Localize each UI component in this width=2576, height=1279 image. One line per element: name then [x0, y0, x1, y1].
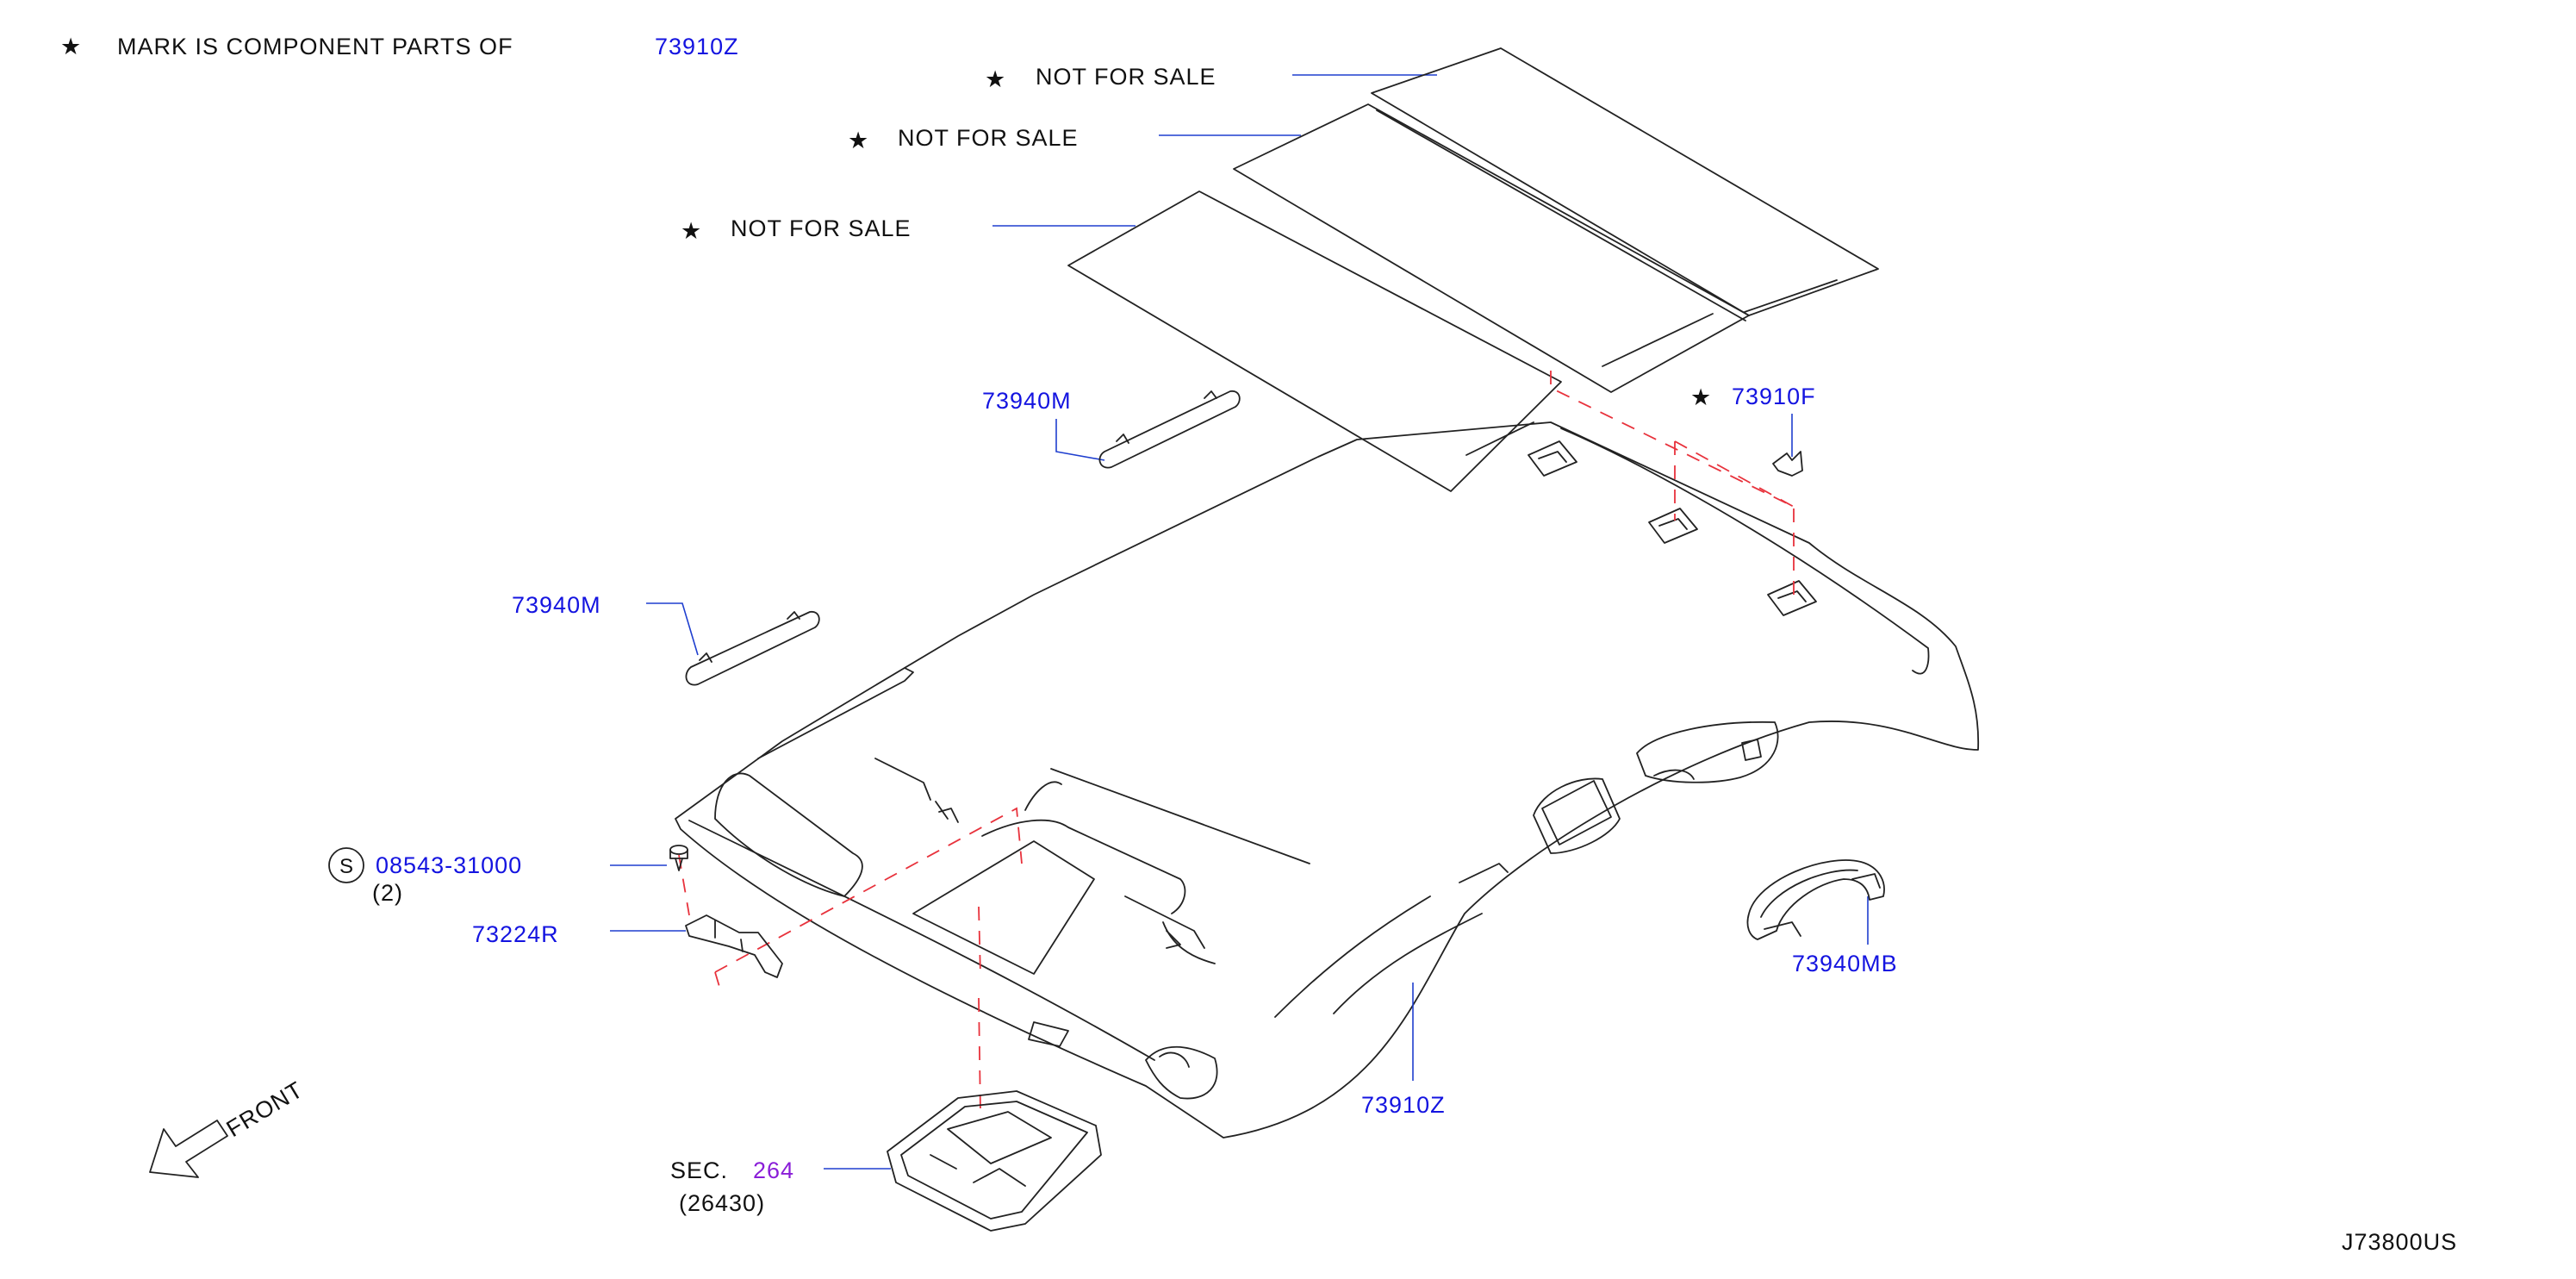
sunvisor-holder-left[interactable]: [685, 611, 820, 686]
roof-bracket-front: [1528, 440, 1577, 477]
map-lamp-26430[interactable]: [887, 1090, 1102, 1232]
star-icon: ★: [848, 128, 869, 153]
screw-08543-31000[interactable]: [669, 845, 688, 871]
section-sub-part: (26430): [679, 1190, 765, 1216]
roof-bracket-middle: [1648, 508, 1698, 544]
not-for-sale-label-bottom: NOT FOR SALE: [731, 215, 912, 241]
headliner-73910Z[interactable]: [675, 421, 1980, 1139]
roof-pad-rear[interactable]: [1371, 47, 1879, 316]
assembly-dashed-line: [1674, 440, 1795, 508]
assembly-dashed-line: [714, 971, 721, 990]
part-label-73910Z[interactable]: 73910Z: [1361, 1092, 1446, 1118]
section-prefix: SEC.: [670, 1157, 728, 1183]
note-part-ref[interactable]: 73910Z: [655, 34, 739, 59]
assembly-dashed-line: [978, 997, 981, 1113]
star-icon: ★: [1690, 384, 1712, 410]
screw-symbol-icon: [328, 847, 364, 883]
roof-pad-front[interactable]: [1067, 190, 1562, 492]
screw-quantity: (2): [372, 880, 403, 906]
front-label: FRONT: [222, 1076, 308, 1142]
star-icon: ★: [60, 34, 82, 59]
part-label-73224R[interactable]: 73224R: [472, 921, 559, 947]
assembly-dashed-line: [1550, 371, 1795, 595]
not-for-sale-label-top: NOT FOR SALE: [1036, 64, 1216, 90]
roof-clip-73910F[interactable]: [1772, 451, 1803, 477]
part-label-08543-31000[interactable]: 08543-31000: [376, 852, 522, 878]
section-number[interactable]: 264: [753, 1157, 794, 1183]
sunvisor-holder-right[interactable]: [1098, 390, 1241, 469]
not-for-sale-label-middle: NOT FOR SALE: [898, 125, 1079, 151]
holder-73224R[interactable]: [685, 914, 783, 978]
leader-line: [646, 602, 699, 656]
star-icon: ★: [985, 66, 1006, 92]
star-icon: ★: [681, 218, 702, 244]
part-label-73940M-lower[interactable]: 73940M: [512, 592, 601, 618]
roof-pad-middle[interactable]: [1233, 103, 1750, 393]
note-text: MARK IS COMPONENT PARTS OF: [117, 34, 513, 59]
part-label-73940MB[interactable]: 73940MB: [1792, 951, 1898, 976]
assembly-dashed-line: [714, 807, 1023, 973]
roof-bracket-rear: [1767, 580, 1817, 616]
part-label-73910F[interactable]: 73910F: [1732, 384, 1816, 409]
front-arrow-icon: [149, 1120, 228, 1178]
screw-symbol: S: [339, 855, 353, 878]
assist-grip-73940MB[interactable]: [1746, 859, 1885, 940]
part-label-73940M-upper[interactable]: 73940M: [982, 388, 1072, 414]
diagram-id: J73800US: [2342, 1229, 2457, 1255]
leader-line: [1055, 419, 1105, 461]
assembly-dashed-line: [978, 906, 981, 976]
